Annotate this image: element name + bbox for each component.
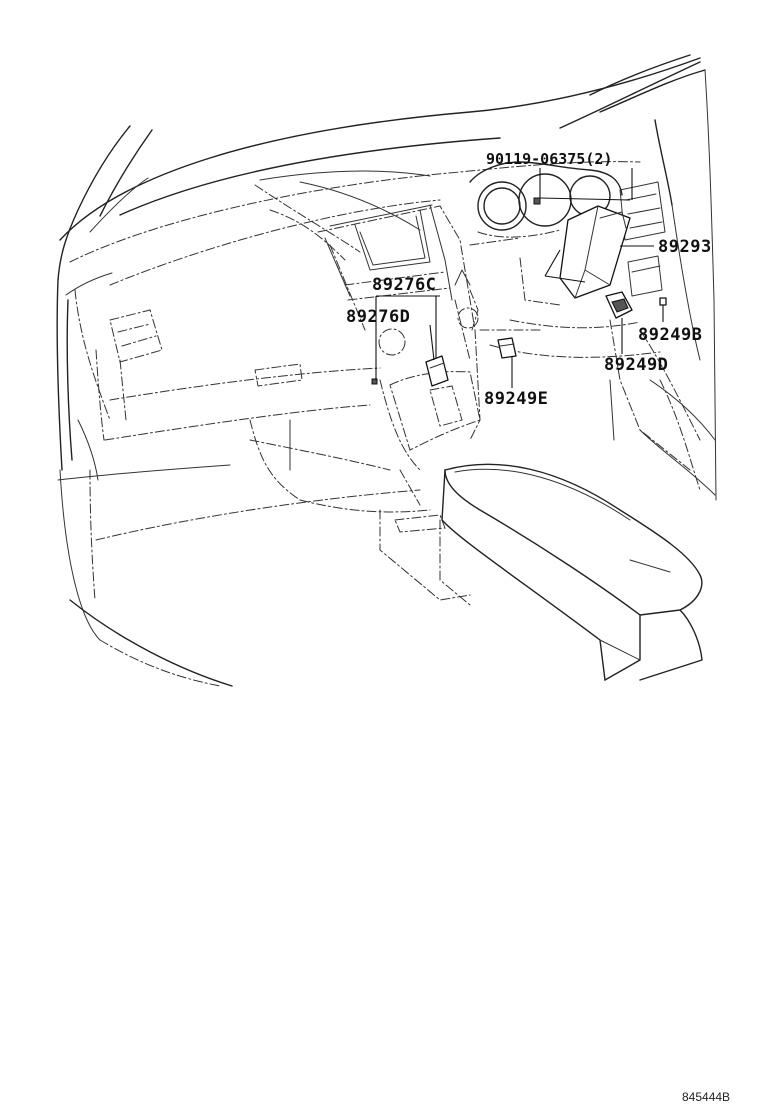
leader-lines [375, 168, 664, 388]
label-89293: 89293 [658, 237, 712, 257]
parts [371, 197, 667, 387]
label-89249b: 89249B [638, 325, 702, 345]
sensor-89249b [659, 297, 667, 306]
part-89276c [425, 355, 449, 387]
part-89276d [371, 378, 378, 385]
label-89249e: 89249E [484, 389, 548, 409]
callout-labels: 90119-06375(2) 89293 89276C 89276D 89249… [346, 150, 712, 409]
switch-89249e [497, 337, 517, 359]
label-89249d: 89249D [604, 355, 668, 375]
label-89276c: 89276C [372, 275, 436, 295]
bolt-90119-06375 [533, 197, 541, 205]
switch-89249d [605, 291, 633, 319]
vehicle-interior-drawing [56, 54, 717, 687]
reference-code: 845444B [682, 1090, 730, 1104]
label-bolt-90119: 90119-06375(2) [486, 150, 612, 168]
label-89276d: 89276D [346, 307, 410, 327]
control-unit-89293 [559, 205, 631, 299]
